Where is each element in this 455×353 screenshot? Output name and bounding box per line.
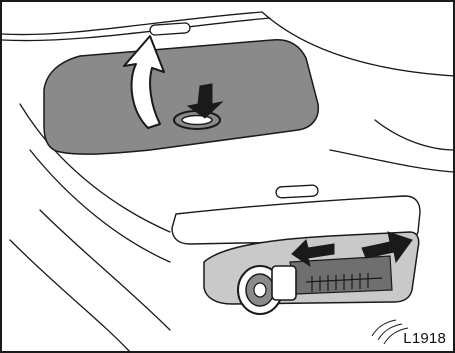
cigarette-lighter bbox=[238, 266, 296, 314]
lower-slot bbox=[276, 185, 319, 198]
upper-compartment-lid bbox=[44, 23, 318, 155]
figure-id-label: L1918 bbox=[402, 331, 447, 347]
lid-slot bbox=[150, 23, 191, 36]
